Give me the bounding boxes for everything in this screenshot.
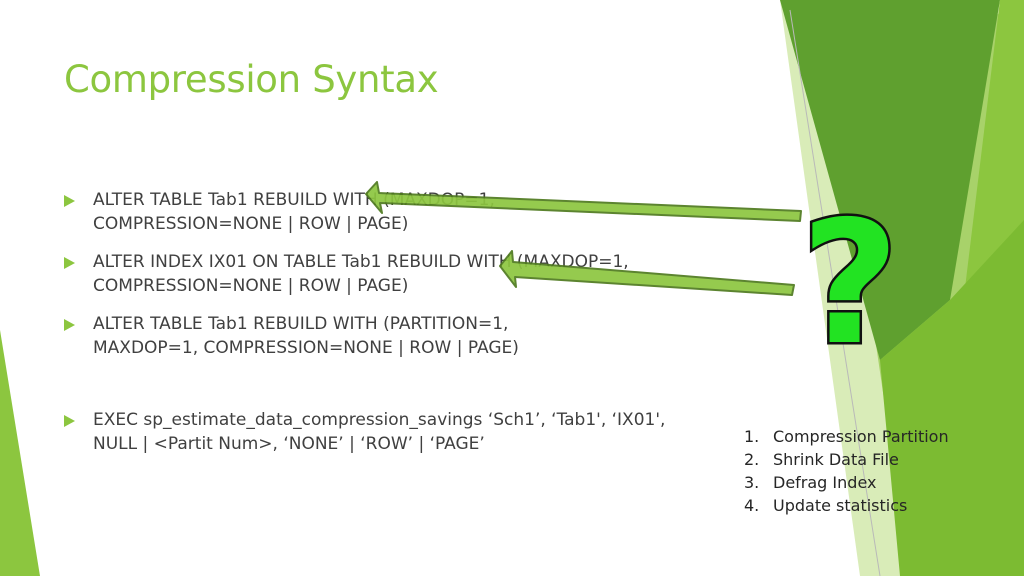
slide-title: Compression Syntax bbox=[64, 58, 439, 101]
bullet-arrow-icon bbox=[64, 415, 75, 427]
bullet-line: COMPRESSION=NONE | ROW | PAGE) bbox=[93, 214, 409, 234]
bullet-text: EXEC sp_estimate_data_compression_saving… bbox=[93, 408, 743, 456]
bullet-line: NULL | <Partit Num>, ‘NONE’ | ‘ROW’ | ‘P… bbox=[93, 434, 485, 454]
bullet-line: ALTER INDEX IX01 ON TABLE Tab1 REBUILD W… bbox=[93, 252, 629, 272]
list-item: 3.Defrag Index bbox=[744, 473, 877, 492]
list-item: 1.Compression Partition bbox=[744, 427, 949, 446]
right-shape-dark bbox=[780, 0, 1000, 360]
bullet-line: ALTER TABLE Tab1 REBUILD WITH (MAXDOP=1, bbox=[93, 190, 495, 210]
bullet-arrow-icon bbox=[64, 257, 75, 269]
bullet-arrow-icon bbox=[64, 319, 75, 331]
bullet-text: ALTER TABLE Tab1 REBUILD WITH (MAXDOP=1,… bbox=[93, 188, 743, 236]
left-edge-shape bbox=[0, 330, 40, 576]
bullet-line: ALTER TABLE Tab1 REBUILD WITH (PARTITION… bbox=[93, 314, 509, 334]
list-item: 2.Shrink Data File bbox=[744, 450, 899, 469]
list-item: 4.Update statistics bbox=[744, 496, 908, 515]
bullet-text: ALTER TABLE Tab1 REBUILD WITH (PARTITION… bbox=[93, 312, 743, 360]
bullet-line: MAXDOP=1, COMPRESSION=NONE | ROW | PAGE) bbox=[93, 338, 519, 358]
bullet-line: EXEC sp_estimate_data_compression_saving… bbox=[93, 410, 666, 430]
right-shape-lower bbox=[880, 220, 1024, 576]
bullet-text: ALTER INDEX IX01 ON TABLE Tab1 REBUILD W… bbox=[93, 250, 743, 298]
thin-diagonal-line bbox=[789, 9, 881, 576]
bullet-arrow-icon bbox=[64, 195, 75, 207]
bullet-line: COMPRESSION=NONE | ROW | PAGE) bbox=[93, 276, 409, 296]
numbered-list: 1.Compression Partition 2.Shrink Data Fi… bbox=[744, 425, 949, 517]
